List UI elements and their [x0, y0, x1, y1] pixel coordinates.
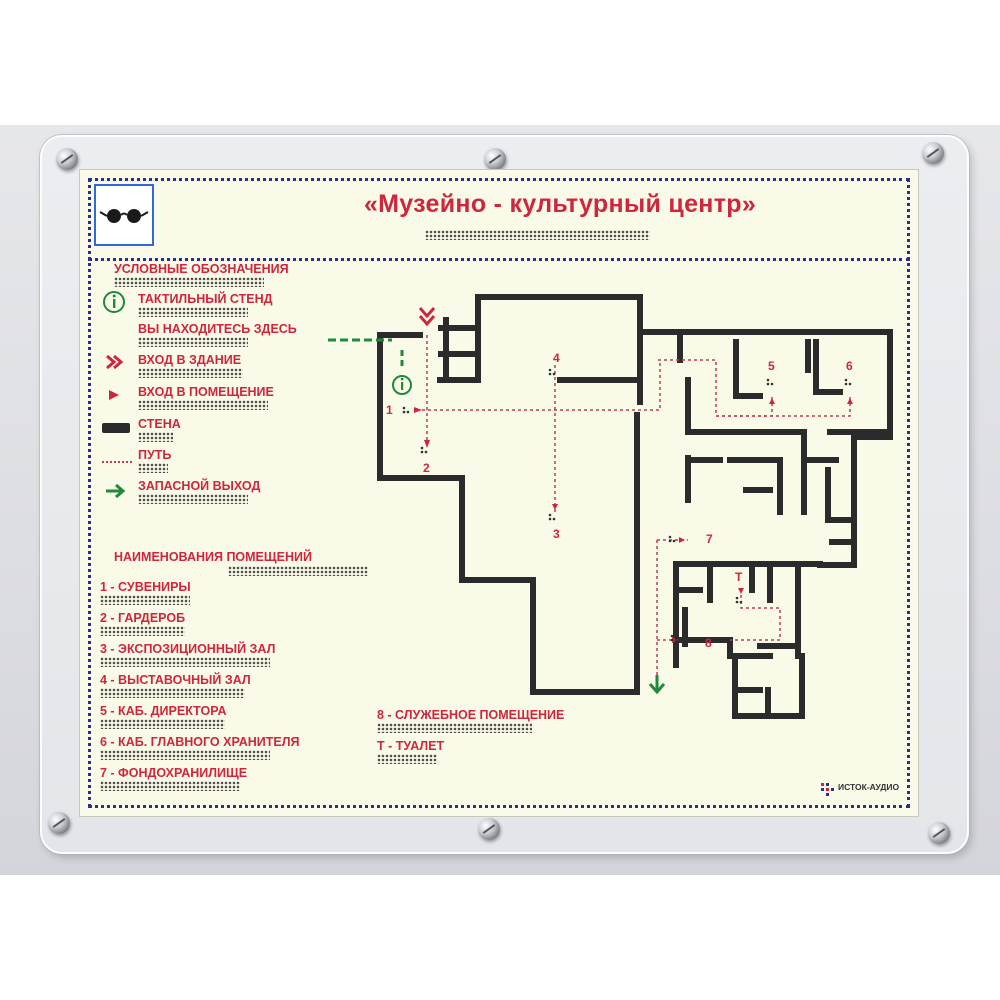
braille-text	[138, 494, 248, 504]
map-label-toilet: Т	[735, 570, 743, 584]
rooms-heading: НАИМЕНОВАНИЯ ПОМЕЩЕНИЙ	[114, 550, 312, 564]
info-stand-icon	[103, 291, 125, 313]
wall-icon	[102, 423, 130, 433]
braille-text	[228, 566, 368, 576]
legend-label-here: ВЫ НАХОДИТЕСЬ ЗДЕСЬ	[138, 322, 297, 336]
room-name-6: 6 - КАБ. ГЛАВНОГО ХРАНИТЕЛЯ	[100, 735, 300, 749]
room-entrance-icon	[424, 440, 430, 448]
legend-label-stand: ТАКТИЛЬНЫЙ СТЕНД	[138, 292, 273, 306]
screw-bottom-right	[928, 822, 950, 844]
braille-text	[138, 432, 173, 442]
screw-top-right	[922, 142, 944, 164]
braille-text	[138, 463, 168, 473]
braille-text	[377, 754, 437, 764]
legend-heading: УСЛОВНЫЕ ОБОЗНАЧЕНИЯ	[114, 262, 289, 276]
room-entrance-icon	[109, 390, 119, 400]
braille-text	[100, 719, 225, 729]
emergency-exit-icon	[106, 483, 126, 499]
dotted-border	[88, 178, 910, 808]
braille-text	[138, 368, 243, 378]
page-title: «Музейно - культурный центр»	[363, 190, 757, 218]
building-entrance-icon	[418, 307, 436, 327]
room-entrance-icon	[769, 398, 775, 404]
legend-label-wall: СТЕНА	[138, 417, 181, 431]
legend-label-path: ПУТЬ	[138, 448, 172, 462]
legend-label-exit: ЗАПАСНОЙ ВЫХОД	[138, 479, 261, 493]
screw-top-left	[56, 148, 78, 170]
screw-bottom-left	[48, 812, 70, 834]
room-entrance-icon	[414, 407, 422, 413]
walls	[377, 294, 893, 719]
map-label-3: 3	[553, 527, 560, 541]
room-name-toilet: Т - ТУАЛЕТ	[377, 739, 445, 753]
header-divider	[88, 258, 910, 261]
braille-text	[100, 657, 270, 667]
legend-label-entrance: ВХОД В ЗДАНИЕ	[138, 353, 242, 367]
map-label-6: 6	[846, 359, 853, 373]
building-entrance-icon	[106, 354, 124, 370]
braille-text	[138, 400, 268, 410]
room-name-3: 3 - ЭКСПОЗИЦИОННЫЙ ЗАЛ	[100, 642, 276, 656]
room-entrance-icon	[738, 588, 744, 594]
braille-text	[138, 337, 248, 347]
emergency-exit-icon	[648, 675, 666, 695]
room-entrance-icon	[679, 537, 685, 543]
tactile-map-board: «Музейно - культурный центр» УСЛОВНЫЕ ОБ…	[80, 170, 918, 816]
screw-bottom-center	[478, 818, 500, 840]
screw-top-center	[484, 148, 506, 170]
istok-audio-logo: ИСТОК-АУДИО	[838, 782, 900, 792]
map-label-8: 8	[705, 636, 712, 650]
braille-text	[100, 781, 240, 791]
braille-text	[114, 277, 264, 287]
room-name-8: 8 - СЛУЖЕБНОЕ ПОМЕЩЕНИЕ	[377, 708, 565, 722]
route-path	[416, 335, 851, 675]
floor-plan: 1 2 3 4 5 6 7 8 Т	[328, 294, 893, 719]
map-label-1: 1	[386, 403, 393, 417]
room-entrance-icon	[552, 504, 558, 510]
path-icon	[102, 461, 132, 463]
braille-text	[100, 595, 190, 605]
room-name-4: 4 - ВЫСТАВОЧНЫЙ ЗАЛ	[100, 673, 251, 687]
braille-text	[100, 688, 245, 698]
istok-audio-logo-icon	[821, 783, 834, 796]
title-braille	[425, 230, 650, 240]
visually-impaired-icon	[94, 184, 154, 246]
info-stand-icon	[392, 375, 412, 395]
map-label-7: 7	[706, 532, 713, 546]
map-label-4: 4	[553, 351, 560, 365]
braille-text	[100, 750, 270, 760]
map-label-2: 2	[423, 461, 430, 475]
room-name-1: 1 - СУВЕНИРЫ	[100, 580, 191, 594]
braille-text	[377, 723, 532, 733]
room-name-7: 7 - ФОНДОХРАНИЛИЩЕ	[100, 766, 248, 780]
room-name-5: 5 - КАБ. ДИРЕКТОРА	[100, 704, 227, 718]
room-entrance-icon	[847, 398, 853, 404]
room-name-2: 2 - ГАРДЕРОБ	[100, 611, 186, 625]
map-label-5: 5	[768, 359, 775, 373]
legend-label-room-entrance: ВХОД В ПОМЕЩЕНИЕ	[138, 385, 274, 399]
braille-text	[100, 626, 185, 636]
braille-text	[138, 307, 248, 317]
braille-markers	[402, 368, 852, 642]
